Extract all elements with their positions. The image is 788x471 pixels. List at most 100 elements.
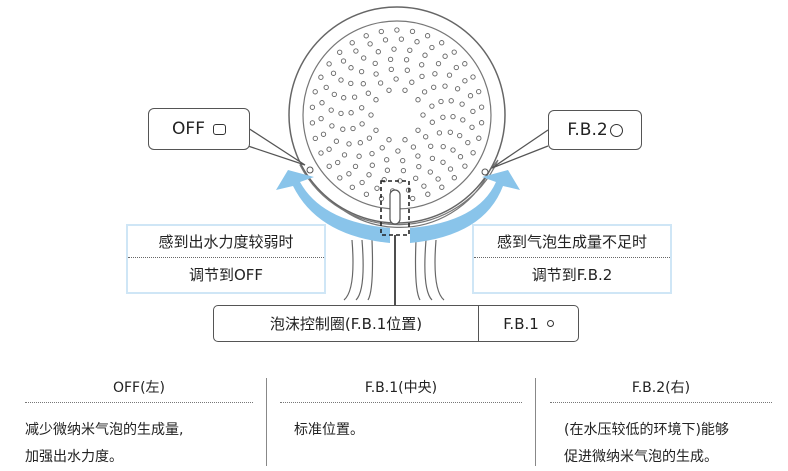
- nozzle-dot: [415, 97, 421, 103]
- column-fb1-line: 标准位置。: [294, 422, 364, 438]
- fb-selector-dashed-box: [380, 180, 410, 236]
- nozzle-dot: [360, 81, 366, 87]
- nozzle-dot: [337, 49, 343, 55]
- column-off-body: 减少微纳米气泡的生成量, 加强出水力度。: [25, 403, 253, 471]
- nozzle-dot: [469, 124, 475, 130]
- nozzle-dot: [372, 60, 378, 67]
- nozzle-dot: [309, 104, 316, 110]
- right-instruction-box: 感到气泡生成量不足时 调节到F.B.2: [472, 224, 672, 294]
- nozzle-dot: [338, 110, 344, 117]
- nozzle-dot: [341, 152, 348, 158]
- nozzle-dot: [351, 94, 358, 100]
- column-off-line: 加强出水力度。: [25, 449, 123, 465]
- nozzle-dot: [384, 167, 391, 173]
- left-nub: [306, 166, 314, 174]
- small-circle-icon: [546, 320, 554, 327]
- nozzle-dot: [419, 62, 425, 68]
- nozzle-dot: [421, 89, 428, 95]
- nozzle-dot: [403, 57, 410, 63]
- nozzle-dot: [326, 146, 332, 152]
- nozzle-dot: [478, 104, 485, 110]
- nozzle-dot: [436, 130, 443, 136]
- nozzle-dot: [414, 39, 420, 45]
- control-ring-label-box: 泡沫控制圈(F.B.1位置) F.B.1: [213, 305, 579, 342]
- nozzle-pattern: [309, 27, 485, 203]
- nozzle-dot: [447, 129, 453, 135]
- column-fb1-title: F.B.1(中央): [280, 374, 522, 403]
- fb-selector-slot: [389, 189, 401, 225]
- nozzle-dot: [365, 90, 371, 96]
- nozzle-dot: [450, 147, 456, 153]
- column-fb1: F.B.1(中央) 标准位置。: [280, 374, 522, 444]
- nozzle-dot: [368, 112, 374, 118]
- nozzle-dot: [419, 73, 425, 80]
- nozzle-dot: [330, 70, 337, 76]
- nozzle-dot: [363, 191, 370, 197]
- nozzle-dot: [349, 40, 355, 46]
- nozzle-dot: [382, 37, 389, 43]
- shower-rim: [299, 158, 499, 228]
- nozzle-dot: [448, 98, 454, 104]
- nozzle-dot: [326, 163, 332, 169]
- nozzle-dot: [457, 132, 463, 139]
- control-ring-value: F.B.1: [479, 306, 578, 341]
- nozzle-dot: [348, 110, 354, 116]
- column-divider: [535, 378, 536, 466]
- nozzle-dot: [440, 143, 446, 150]
- nozzle-dot: [416, 163, 422, 170]
- fb2-callout-label: F.B.2: [567, 120, 608, 140]
- nozzle-dot: [470, 74, 476, 80]
- nozzle-dot: [348, 80, 354, 87]
- column-off-title: OFF(左): [25, 374, 253, 403]
- nozzle-dot: [404, 67, 410, 73]
- nozzle-dot: [442, 53, 448, 59]
- nozzle-dot: [428, 143, 434, 149]
- nozzle-dot: [369, 162, 375, 168]
- nozzle-dot: [439, 40, 445, 46]
- nozzle-dot: [421, 183, 427, 189]
- nozzle-dot: [375, 49, 381, 55]
- nozzle-dot: [340, 58, 347, 64]
- nozzle-dot: [369, 150, 375, 157]
- nozzle-dot: [366, 135, 373, 141]
- nozzle-dot: [435, 60, 442, 67]
- nozzle-dot: [318, 150, 324, 156]
- nozzle-dot: [429, 103, 435, 109]
- shower-handle: [343, 239, 445, 301]
- nozzle-dot: [450, 113, 456, 120]
- right-instruction-line1: 感到气泡生成量不足时: [474, 226, 670, 258]
- nozzle-dot: [341, 95, 347, 101]
- nozzle-dot: [356, 153, 362, 159]
- nozzle-dot: [394, 27, 400, 33]
- nozzle-dot: [318, 74, 324, 80]
- nozzle-dot: [431, 84, 437, 90]
- left-instruction-line1: 感到出水力度较弱时: [128, 226, 324, 258]
- right-instruction-line2: 调节到F.B.2: [531, 266, 613, 284]
- nozzle-dot: [386, 87, 392, 93]
- nozzle-dot: [333, 138, 340, 144]
- nozzle-dot: [462, 163, 468, 169]
- nozzle-dot: [373, 127, 379, 133]
- arrow-left: [276, 170, 390, 243]
- nozzle-dot: [409, 79, 415, 85]
- nozzle-dot: [424, 33, 431, 39]
- nozzle-dot: [447, 166, 454, 172]
- nozzle-dot: [367, 41, 373, 47]
- nozzle-dot: [432, 71, 438, 77]
- nozzle-dot: [391, 46, 397, 52]
- nozzle-dot: [346, 141, 352, 147]
- nozzle-dot: [439, 184, 445, 190]
- column-fb1-body: 标准位置。: [280, 403, 522, 444]
- nozzle-dot: [350, 125, 356, 132]
- arrow-right: [410, 170, 520, 243]
- nozzle-dot: [451, 49, 457, 55]
- nozzle-dot: [358, 68, 365, 75]
- nozzle-dot: [442, 83, 448, 89]
- off-callout-label: OFF: [172, 119, 205, 139]
- fb2-callout: F.B.2: [548, 110, 642, 150]
- left-instruction-box: 感到出水力度较弱时 调节到OFF: [126, 224, 326, 294]
- nozzle-dot: [359, 105, 365, 111]
- column-fb2-body: (在水压较低的环境下)能够 促进微纳米气泡的生成。: [550, 403, 772, 471]
- nozzle-dot: [420, 112, 426, 118]
